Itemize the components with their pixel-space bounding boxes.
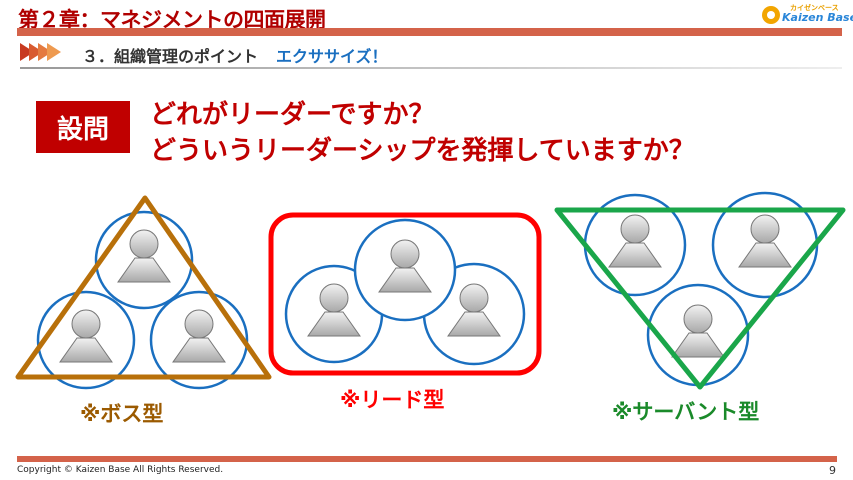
- question-badge: 設問: [36, 101, 130, 153]
- section-name: ３．組織管理のポイント: [82, 47, 259, 66]
- question-line-1: どれがリーダーですか？: [150, 100, 435, 130]
- logo-kana: カイゼンベース: [790, 4, 839, 12]
- person-head-icon: [750, 214, 780, 244]
- header-bar: [17, 28, 842, 36]
- kaizen-base-logo: カイゼンベース Kaizen Base: [760, 3, 853, 27]
- footer-bar: [17, 456, 837, 462]
- person-head-icon: [620, 214, 650, 244]
- person-head-icon: [459, 283, 489, 313]
- section-title: ３．組織管理のポイントエクササイズ！: [82, 43, 388, 67]
- boss-triangle: [15, 195, 272, 380]
- lead-type-label: ※リード型: [340, 388, 445, 412]
- person-head-icon: [71, 309, 101, 339]
- exercise-label: エクササイズ！: [276, 47, 388, 66]
- page-number: 9: [829, 464, 836, 477]
- copyright: Copyright © Kaizen Base All Rights Reser…: [17, 465, 224, 475]
- boss-type-label: ※ボス型: [80, 402, 164, 426]
- section-divider: [20, 67, 842, 69]
- person-head-icon: [129, 229, 159, 259]
- person-head-icon: [184, 309, 214, 339]
- servant-type-label: ※サーバント型: [612, 400, 760, 424]
- arrows-icon: [20, 43, 61, 61]
- servant-triangle: [554, 207, 846, 390]
- logo-text: Kaizen Base: [782, 11, 853, 24]
- person-head-icon: [390, 239, 420, 269]
- person-head-icon: [319, 283, 349, 313]
- question-line-2: どういうリーダーシップを発揮していますか？: [150, 136, 695, 166]
- gear-icon: [762, 6, 780, 24]
- person-head-icon: [683, 304, 713, 334]
- lead-frame: [268, 212, 542, 376]
